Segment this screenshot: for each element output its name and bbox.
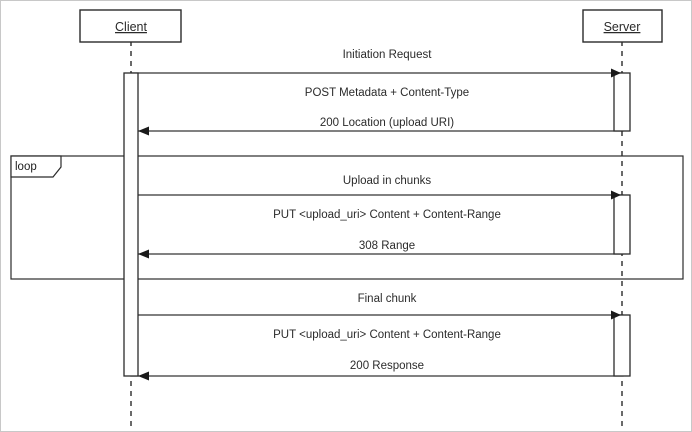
loop-fragment-label: loop (15, 161, 37, 173)
section-label-initiation: Initiation Request (343, 49, 433, 61)
participant-box-client[interactable] (79, 9, 182, 43)
msg-put-final-label: PUT <upload_uri> Content + Content-Range (273, 329, 501, 341)
msg-post-metadata-label: POST Metadata + Content-Type (305, 87, 469, 99)
activation-bar-server-chunk (613, 194, 631, 255)
msg-post-metadata-arrowhead (611, 68, 621, 78)
msg-308-range-arrowhead (138, 249, 149, 259)
msg-put-chunk-label: PUT <upload_uri> Content + Content-Range (273, 209, 501, 221)
activation-bar-server-final (613, 314, 631, 377)
msg-200-location-label: 200 Location (upload URI) (320, 117, 454, 129)
participant-label-client: Client (115, 20, 147, 34)
msg-200-location-arrowhead (138, 126, 149, 136)
section-label-upload-chunks: Upload in chunks (343, 175, 431, 187)
msg-200-response-arrowhead (138, 371, 149, 381)
activation-bar-server-initiation (613, 72, 631, 132)
msg-308-range-label: 308 Range (359, 240, 415, 252)
section-label-final-chunk: Final chunk (358, 293, 417, 305)
participant-label-server: Server (604, 20, 641, 34)
loop-fragment-tab (10, 155, 62, 178)
msg-put-chunk-arrowhead (611, 190, 621, 200)
participant-box-server[interactable] (582, 9, 663, 43)
msg-200-response-label: 200 Response (350, 360, 424, 372)
activation-bar-client (123, 72, 139, 377)
msg-put-final-arrowhead (611, 310, 621, 320)
